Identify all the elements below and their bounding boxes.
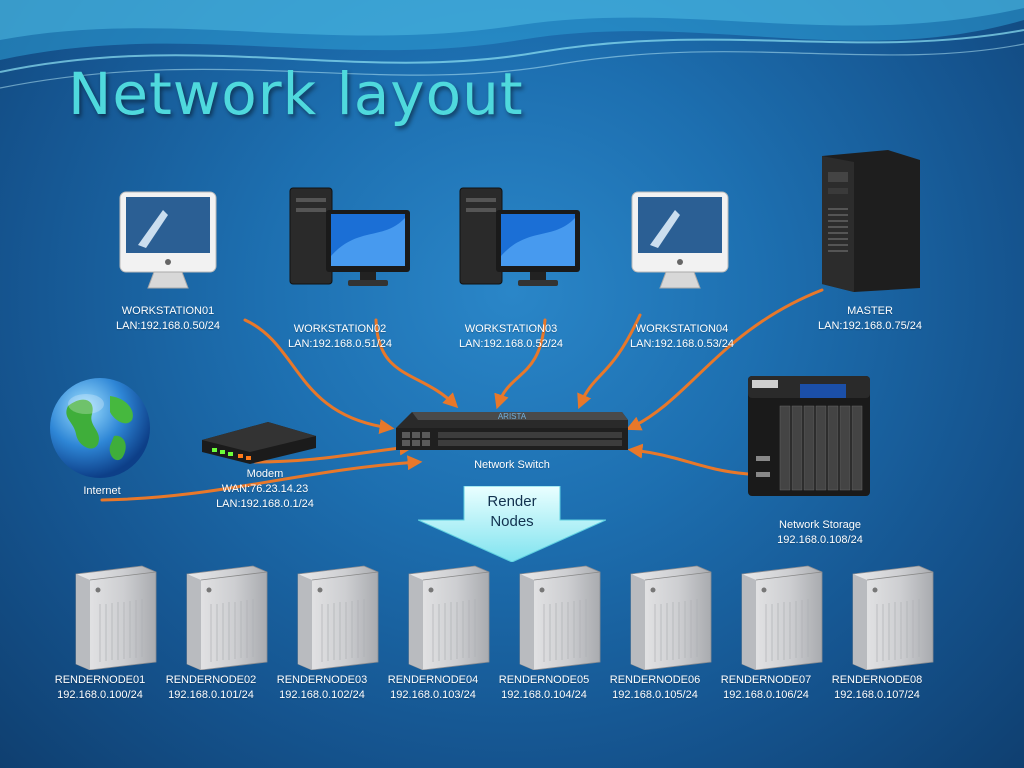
workstation04-imac-icon: [630, 190, 730, 295]
workstation02-desktop-pc-icon: [288, 186, 413, 295]
render-node-label: RENDERNODE08 192.168.0.107/24: [827, 673, 927, 703]
network-switch-label: Network Switch: [474, 459, 550, 471]
render-node-label: RENDERNODE02 192.168.0.101/24: [161, 673, 261, 703]
render-node-ip: 192.168.0.100/24: [57, 689, 143, 701]
render-node-name: RENDERNODE06: [609, 674, 701, 686]
render-node-label: RENDERNODE07 192.168.0.106/24: [716, 673, 816, 703]
render-node-ip: 192.168.0.104/24: [501, 689, 587, 701]
render-node-server-icon: [403, 564, 491, 675]
render-node-ip: 192.168.0.106/24: [723, 689, 809, 701]
network-switch-icon: ARISTA: [392, 410, 630, 461]
render-node-name: RENDERNODE03: [276, 674, 368, 686]
svg-text:ARISTA: ARISTA: [498, 412, 527, 421]
render-node-name: RENDERNODE04: [387, 674, 479, 686]
render-node-server-icon: [514, 564, 602, 675]
render-node-server-icon: [292, 564, 380, 675]
render-node-label: RENDERNODE04 192.168.0.103/24: [383, 673, 483, 703]
render-nodes-arrow-icon: [418, 486, 606, 562]
workstation03-desktop-pc-icon: [458, 186, 583, 295]
nas-icon: [746, 372, 872, 505]
render-node-ip: 192.168.0.102/24: [279, 689, 365, 701]
render-node-name: RENDERNODE07: [720, 674, 812, 686]
render-node-name: RENDERNODE05: [498, 674, 590, 686]
render-node-label: RENDERNODE01 192.168.0.100/24: [50, 673, 150, 703]
render-node-label: RENDERNODE05 192.168.0.104/24: [494, 673, 594, 703]
modem-icon: [198, 418, 320, 471]
render-node-server-icon: [736, 564, 824, 675]
render-node-server-icon: [847, 564, 935, 675]
render-node-ip: 192.168.0.103/24: [390, 689, 476, 701]
render-node-ip: 192.168.0.107/24: [834, 689, 920, 701]
decorative-wave: [0, 0, 1024, 89]
render-node-server-icon: [70, 564, 158, 675]
render-node-label: RENDERNODE03 192.168.0.102/24: [272, 673, 372, 703]
internet-label: Internet: [83, 485, 121, 497]
page-title: Network layout: [68, 60, 524, 128]
render-node-label: RENDERNODE06 192.168.0.105/24: [605, 673, 705, 703]
master-tower-server-icon: [818, 148, 924, 297]
render-node-server-icon: [181, 564, 269, 675]
render-node-server-icon: [625, 564, 713, 675]
render-node-ip: 192.168.0.101/24: [168, 689, 254, 701]
render-node-name: RENDERNODE08: [831, 674, 923, 686]
render-node-ip: 192.168.0.105/24: [612, 689, 698, 701]
render-node-name: RENDERNODE01: [54, 674, 146, 686]
workstation01-imac-icon: [118, 190, 218, 295]
render-node-name: RENDERNODE02: [165, 674, 257, 686]
globe-icon: [48, 376, 152, 485]
